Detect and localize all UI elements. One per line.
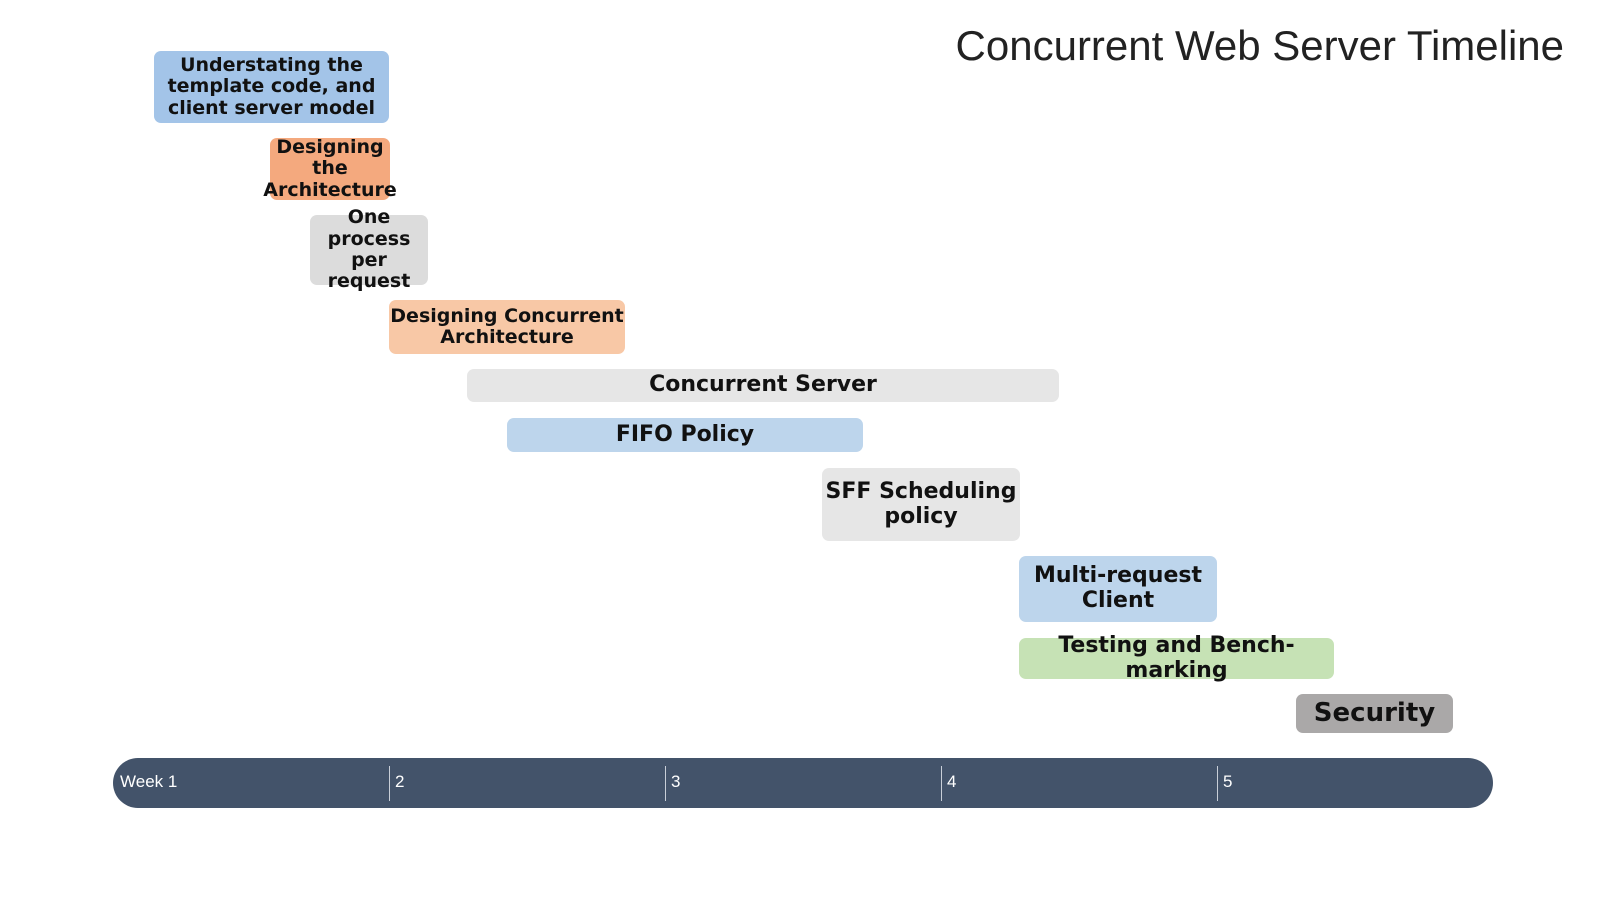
timeline-axis: Week 1 2 3 4 5 xyxy=(113,758,1493,808)
tick-mark-4 xyxy=(941,766,942,801)
chart-title: Concurrent Web Server Timeline xyxy=(955,22,1564,69)
tick-label-week-1: Week 1 xyxy=(120,772,178,791)
tick-label-5: 5 xyxy=(1223,772,1233,791)
task-bar: Concurrent Server xyxy=(467,369,1059,402)
tick-label-4: 4 xyxy=(947,772,957,791)
task-bar: Understating the template code, and clie… xyxy=(154,51,389,123)
tick-mark-5 xyxy=(1217,766,1218,801)
task-bar: Designing the Architecture xyxy=(263,136,397,201)
task-bar: SFF Scheduling policy xyxy=(822,468,1020,541)
task-bar: FIFO Policy xyxy=(507,418,863,452)
tick-mark-3 xyxy=(665,766,666,801)
tick-mark-2 xyxy=(389,766,390,801)
tick-label-3: 3 xyxy=(671,772,681,791)
task-bar: Testing and Bench-marking xyxy=(1019,633,1334,682)
task-bar: One process per request xyxy=(310,207,428,292)
task-bar: Designing Concurrent Architecture xyxy=(389,300,625,354)
tick-label-2: 2 xyxy=(395,772,405,791)
task-bar: Multi-request Client xyxy=(1019,556,1217,622)
task-bar: Security xyxy=(1296,694,1453,733)
